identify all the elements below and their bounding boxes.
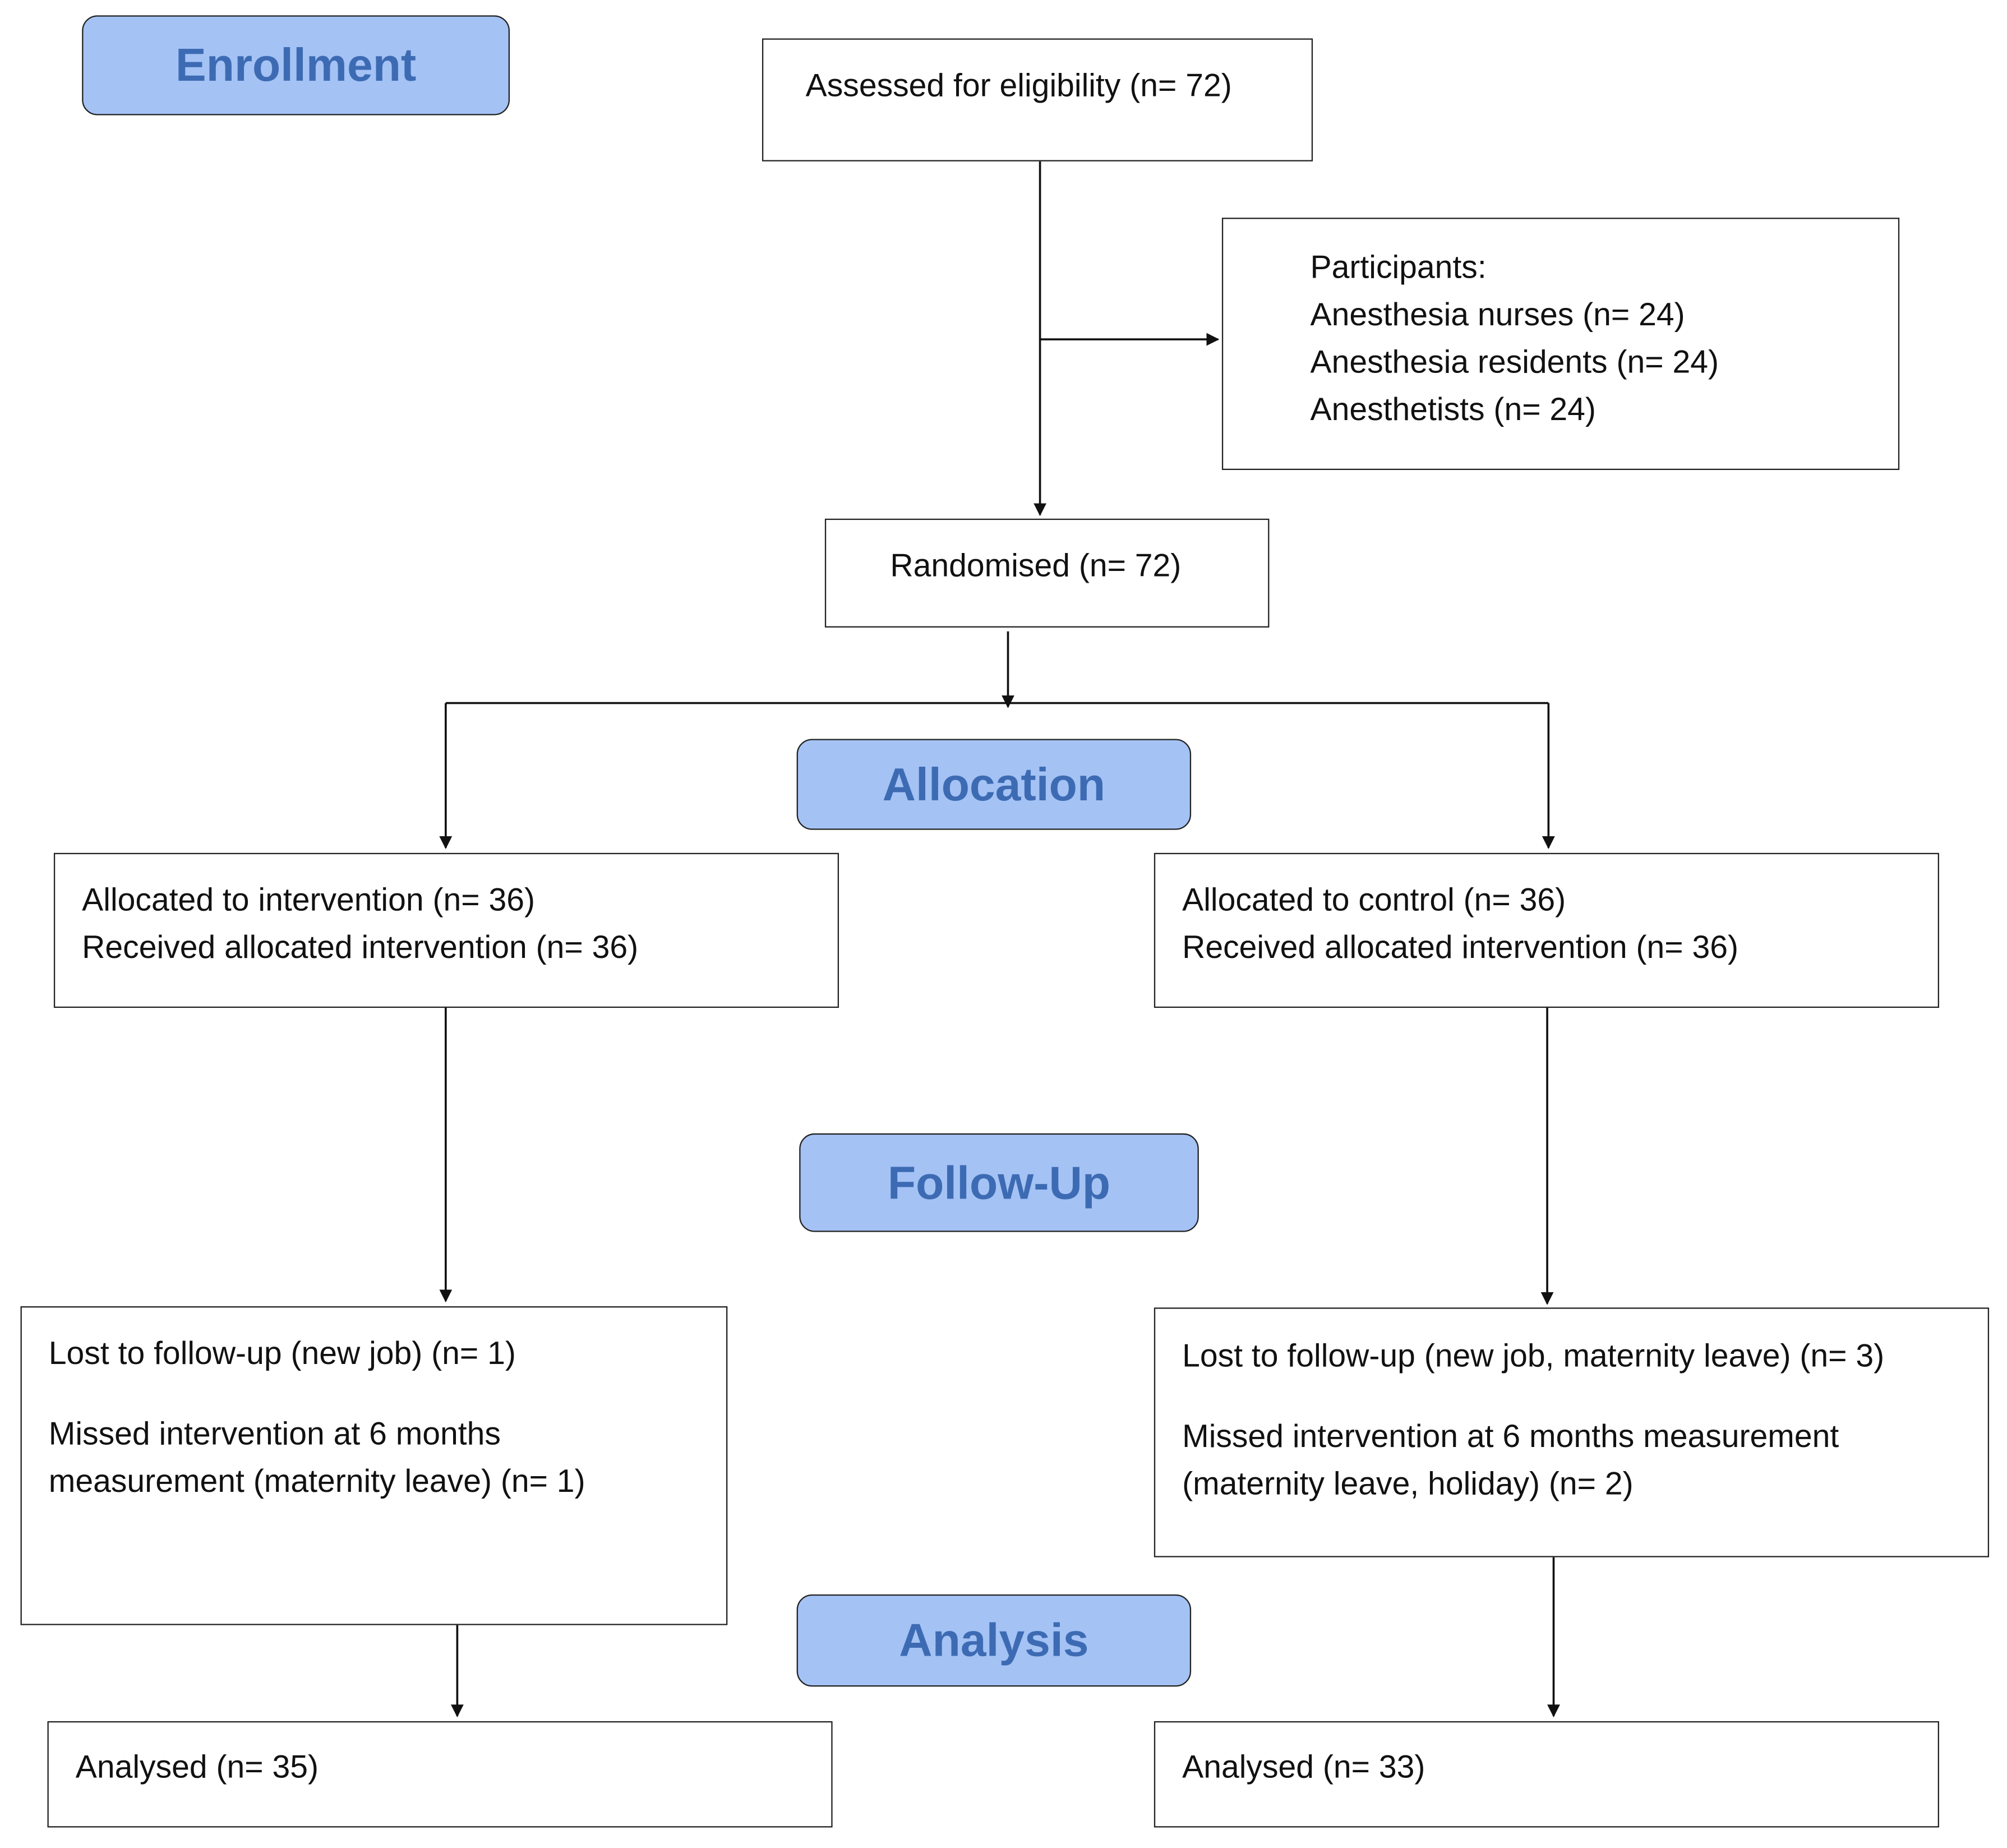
intervention-lost-text: Lost to follow-up (new job) (n= 1) <box>48 1335 516 1372</box>
intervention-analysis-box: Analysed (n= 35) <box>47 1721 833 1828</box>
stage-analysis-label: Analysis <box>899 1614 1089 1666</box>
participants-anesthetists: Anesthetists (n= 24) <box>1310 391 1596 428</box>
intervention-allocation-box: Allocated to intervention (n= 36) Receiv… <box>53 852 839 1008</box>
control-followup-box: Lost to follow-up (new job, maternity le… <box>1154 1307 1990 1557</box>
intervention-received-text: Received allocated intervention (n= 36) <box>82 929 639 966</box>
stage-follow-up: Follow-Up <box>799 1133 1199 1232</box>
control-missed-line-1: Missed intervention at 6 months measurem… <box>1182 1419 1839 1455</box>
stage-allocation-label: Allocation <box>882 757 1106 810</box>
control-allocation-box: Allocated to control (n= 36) Received al… <box>1154 852 1939 1008</box>
control-lost-text: Lost to follow-up (new job, maternity le… <box>1182 1338 1885 1375</box>
intervention-missed-line-2: measurement (maternity leave) (n= 1) <box>48 1463 585 1500</box>
intervention-allocated-text: Allocated to intervention (n= 36) <box>82 882 535 919</box>
assessed-box: Assessed for eligibility (n= 72) <box>762 38 1313 162</box>
participants-heading: Participants: <box>1310 250 1487 286</box>
control-allocated-text: Allocated to control (n= 36) <box>1182 882 1566 919</box>
stage-follow-up-label: Follow-Up <box>887 1155 1111 1209</box>
stage-allocation: Allocation <box>796 739 1192 830</box>
control-analysed-text: Analysed (n= 33) <box>1182 1749 1425 1786</box>
assessed-text: Assessed for eligibility (n= 72) <box>805 68 1232 104</box>
intervention-missed-line-1: Missed intervention at 6 months <box>48 1416 501 1453</box>
stage-enrollment: Enrollment <box>82 15 510 116</box>
randomised-text: Randomised (n= 72) <box>890 548 1182 584</box>
control-missed-line-2: (maternity leave, holiday) (n= 2) <box>1182 1466 1634 1503</box>
participants-box: Participants: Anesthesia nurses (n= 24) … <box>1221 218 1900 471</box>
randomised-box: Randomised (n= 72) <box>824 518 1270 628</box>
stage-enrollment-label: Enrollment <box>175 38 417 91</box>
intervention-analysed-text: Analysed (n= 35) <box>75 1749 319 1786</box>
control-analysis-box: Analysed (n= 33) <box>1154 1721 1939 1828</box>
control-received-text: Received allocated intervention (n= 36) <box>1182 929 1739 966</box>
stage-analysis: Analysis <box>796 1594 1192 1687</box>
intervention-followup-box: Lost to follow-up (new job) (n= 1) Misse… <box>20 1306 728 1625</box>
participants-nurses: Anesthesia nurses (n= 24) <box>1310 297 1685 333</box>
participants-residents: Anesthesia residents (n= 24) <box>1310 344 1719 381</box>
